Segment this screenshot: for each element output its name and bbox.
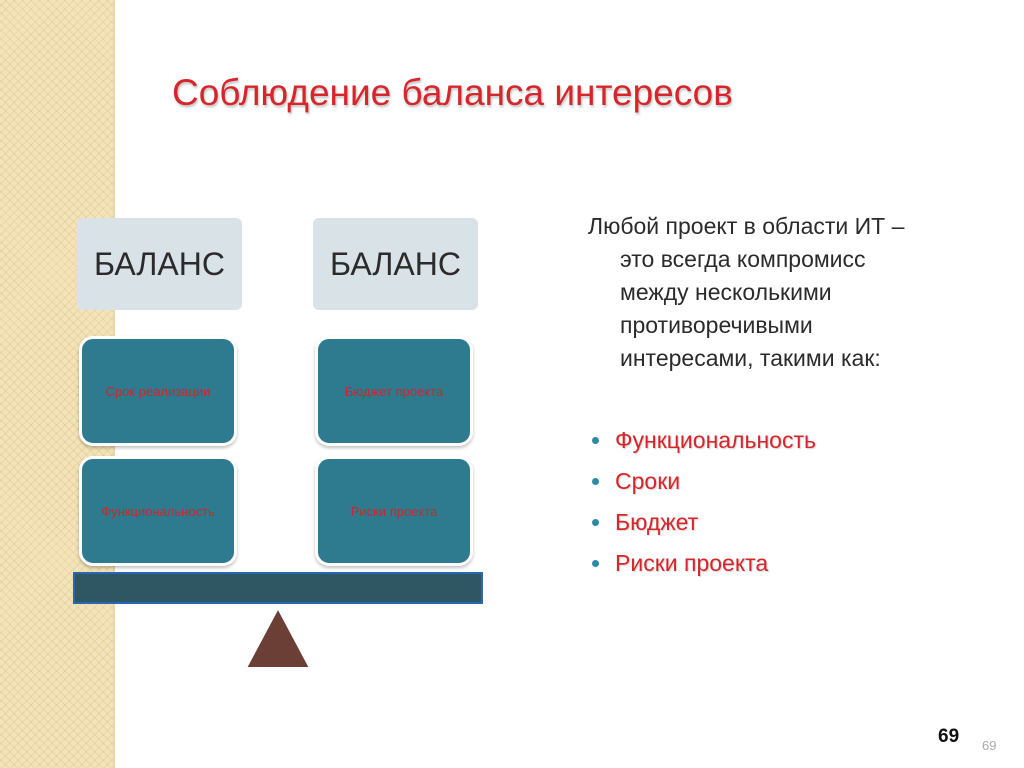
weight-box-budget: Бюджет проекта xyxy=(315,336,473,446)
list-item: Сроки xyxy=(592,461,816,502)
bullet-icon xyxy=(592,437,599,444)
scale-fulcrum-icon xyxy=(244,606,312,669)
bullet-icon xyxy=(592,560,599,567)
intro-line: между несколькими xyxy=(620,279,832,305)
weight-label: Бюджет проекта xyxy=(344,383,444,399)
balance-label-right: БАЛАНС xyxy=(313,218,478,310)
weight-label: Риски проекта xyxy=(350,503,438,519)
weight-label: Функциональность xyxy=(101,503,215,519)
weight-box-functionality: Функциональность xyxy=(79,456,237,566)
bullet-icon xyxy=(592,519,599,526)
intro-line: Любой проект в области ИТ – xyxy=(588,213,905,239)
list-item-label: Сроки xyxy=(615,468,681,494)
balance-label-left: БАЛАНС xyxy=(77,218,242,310)
list-item-label: Риски проекта xyxy=(615,550,769,576)
list-item-label: Бюджет xyxy=(615,509,699,535)
list-item: Риски проекта xyxy=(592,543,816,584)
list-item: Бюджет xyxy=(592,502,816,543)
page-number-faint: 69 xyxy=(982,738,997,753)
intro-line: противоречивыми xyxy=(620,312,813,338)
intro-line: интересами, такими как: xyxy=(620,345,881,371)
scale-beam xyxy=(73,572,483,604)
interests-list: Функциональность Сроки Бюджет Риски прое… xyxy=(592,420,816,584)
intro-line: это всегда компромисс xyxy=(620,246,866,272)
bullet-icon xyxy=(592,478,599,485)
weight-box-risks: Риски проекта xyxy=(315,456,473,566)
list-item-label: Функциональность xyxy=(615,427,816,453)
intro-paragraph: Любой проект в области ИТ – это всегда к… xyxy=(588,210,968,375)
slide-title: Соблюдение баланса интересов xyxy=(172,72,733,113)
list-item: Функциональность xyxy=(592,420,816,461)
weight-label: Срок реализации xyxy=(105,383,211,399)
weight-box-deadline: Срок реализации xyxy=(79,336,237,446)
page-number: 69 xyxy=(938,726,960,747)
